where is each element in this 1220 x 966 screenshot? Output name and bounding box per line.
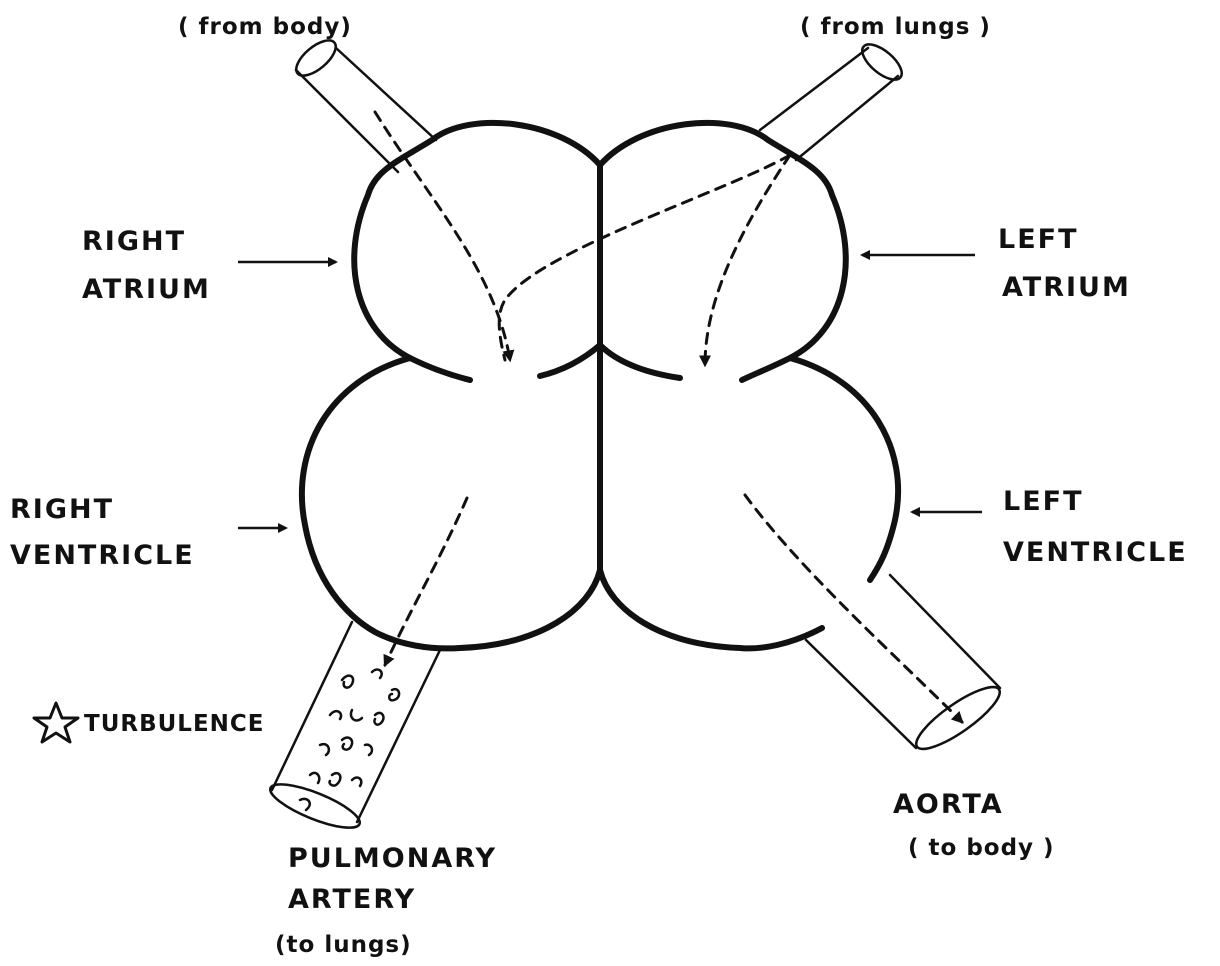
label-pulmonary-3: (to lungs) [275,932,412,958]
right-ventricle-wall [302,358,600,648]
right-atrium-wall [354,123,600,380]
label-left-ventricle-2: VENTRICLE [1003,537,1188,568]
left-ventricle-wall [600,358,898,648]
pulmonary-artery-tube [266,622,440,836]
label-pulmonary-2: ARTERY [288,884,416,915]
label-left-ventricle-1: LEFT [1003,486,1084,517]
label-right-atrium-2: ATRIUM [82,274,211,305]
label-from-body: ( from body) [178,14,352,40]
label-aorta-2: ( to body ) [908,835,1055,861]
label-turbulence: TURBULENCE [84,711,265,737]
turbulence-swirls [300,670,399,810]
label-left-atrium-1: LEFT [998,224,1079,255]
label-right-ventricle-2: VENTRICLE [10,540,195,571]
label-aorta-1: AORTA [893,789,1004,820]
star-icon [34,703,78,742]
label-from-lungs: ( from lungs ) [800,14,991,40]
label-left-atrium-2: ATRIUM [1002,272,1131,303]
label-right-ventricle-1: RIGHT [10,494,114,525]
pulmonary-vein-tube [760,38,907,160]
left-atrium-wall [600,123,846,380]
label-pulmonary-1: PULMONARY [288,843,497,874]
label-right-atrium-1: RIGHT [82,226,186,257]
